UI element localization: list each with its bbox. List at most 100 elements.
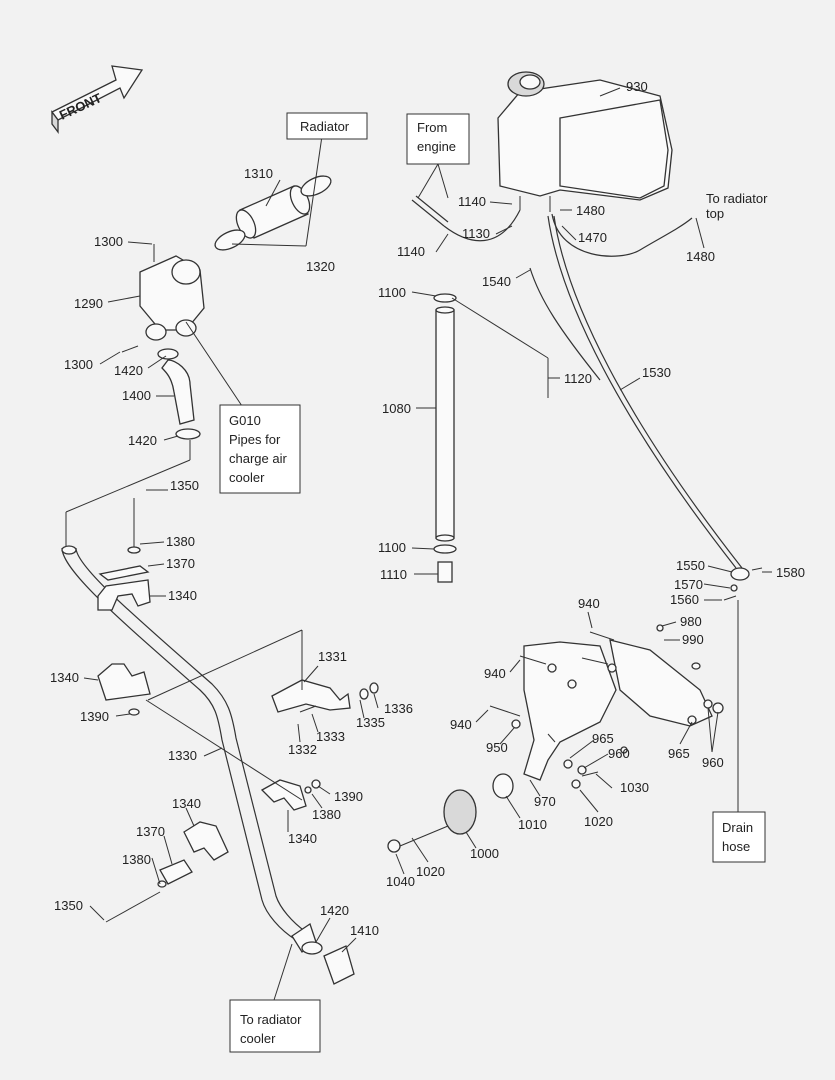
label-960: 960 bbox=[608, 746, 630, 761]
label-940: 940 bbox=[484, 666, 506, 681]
label-1336: 1336 bbox=[384, 701, 413, 716]
bracket-1340-lower bbox=[105, 779, 321, 923]
label-1120: 1120 bbox=[564, 371, 592, 386]
label-1310: 1310 bbox=[244, 166, 273, 181]
callout-g010: G010 Pipes for charge air cooler bbox=[219, 404, 301, 494]
bracket-1340-upper bbox=[97, 498, 151, 716]
svg-text:G010: G010 bbox=[229, 413, 261, 428]
label-1340: 1340 bbox=[168, 588, 197, 603]
label-980: 980 bbox=[680, 614, 702, 629]
label-1420: 1420 bbox=[114, 363, 143, 378]
label-1030: 1030 bbox=[620, 780, 649, 795]
part-labels: 930 1140 1480 1140 1130 1470 1480 1540 1… bbox=[50, 79, 805, 938]
label-1000: 1000 bbox=[470, 846, 499, 861]
label-930: 930 bbox=[626, 79, 648, 94]
label-1340: 1340 bbox=[50, 670, 79, 685]
label-1130: 1130 bbox=[462, 226, 490, 241]
label-1390: 1390 bbox=[80, 709, 109, 724]
label-1420: 1420 bbox=[320, 903, 349, 918]
svg-text:hose: hose bbox=[722, 839, 750, 854]
svg-text:cooler: cooler bbox=[229, 470, 265, 485]
label-1480: 1480 bbox=[686, 249, 715, 264]
label-1331: 1331 bbox=[318, 649, 347, 664]
label-1580: 1580 bbox=[776, 565, 805, 580]
label-1550: 1550 bbox=[676, 558, 705, 573]
label-1320: 1320 bbox=[306, 259, 335, 274]
label-1560: 1560 bbox=[670, 592, 699, 607]
svg-text:To radiator: To radiator bbox=[706, 191, 768, 206]
callout-to-radiator-top: To radiator top bbox=[706, 191, 768, 221]
label-1380: 1380 bbox=[166, 534, 195, 549]
label-1290: 1290 bbox=[74, 296, 103, 311]
bracket-1331 bbox=[271, 679, 379, 713]
callout-from-engine: From engine bbox=[406, 113, 470, 199]
label-1340: 1340 bbox=[172, 796, 201, 811]
callout-radiator: Radiator bbox=[286, 112, 368, 140]
elbow-1410 bbox=[301, 941, 355, 985]
label-1140: 1140 bbox=[397, 244, 425, 259]
label-1335: 1335 bbox=[356, 715, 385, 730]
label-1480: 1480 bbox=[576, 203, 605, 218]
svg-text:Radiator: Radiator bbox=[300, 119, 350, 134]
label-970: 970 bbox=[534, 794, 556, 809]
callout-drain-hose: Drain hose bbox=[712, 811, 766, 863]
expansion-tank-930 bbox=[497, 71, 673, 212]
label-950: 950 bbox=[486, 740, 508, 755]
label-1330: 1330 bbox=[168, 748, 197, 763]
drain-fitting-1550 bbox=[723, 567, 763, 812]
front-arrow: FRONT bbox=[51, 65, 144, 134]
svg-text:charge air: charge air bbox=[229, 451, 287, 466]
leader-lines bbox=[65, 87, 772, 1001]
svg-text:Pipes for: Pipes for bbox=[229, 432, 281, 447]
label-1100: 1100 bbox=[378, 285, 406, 300]
svg-text:cooler: cooler bbox=[240, 1031, 276, 1046]
label-1370: 1370 bbox=[166, 556, 195, 571]
label-940: 940 bbox=[450, 717, 472, 732]
label-1470: 1470 bbox=[578, 230, 607, 245]
label-990: 990 bbox=[682, 632, 704, 647]
housing-1290 bbox=[121, 244, 205, 353]
label-940: 940 bbox=[578, 596, 600, 611]
label-1110: 1110 bbox=[380, 567, 407, 582]
label-1140: 1140 bbox=[458, 194, 486, 209]
label-1332: 1332 bbox=[288, 742, 317, 757]
engine-hose-tip-1140 bbox=[411, 195, 521, 242]
label-965: 965 bbox=[668, 746, 690, 761]
hose-1470 bbox=[551, 213, 693, 257]
label-1300: 1300 bbox=[64, 357, 93, 372]
label-960: 960 bbox=[702, 755, 724, 770]
hose-1310 bbox=[214, 175, 332, 251]
label-1333: 1333 bbox=[316, 729, 345, 744]
bolts-940 bbox=[489, 624, 724, 789]
label-1020: 1020 bbox=[584, 814, 613, 829]
label-1010: 1010 bbox=[518, 817, 547, 832]
label-1540: 1540 bbox=[482, 274, 511, 289]
svg-text:engine: engine bbox=[417, 139, 456, 154]
hose-1400 bbox=[157, 348, 201, 440]
label-1380: 1380 bbox=[312, 807, 341, 822]
label-1340: 1340 bbox=[288, 831, 317, 846]
svg-text:Drain: Drain bbox=[722, 820, 753, 835]
engine-bracket-970 bbox=[387, 639, 713, 853]
label-1350: 1350 bbox=[170, 478, 199, 493]
svg-text:From: From bbox=[417, 120, 447, 135]
hose-1540 bbox=[529, 267, 601, 381]
callout-to-radiator-cooler: To radiator cooler bbox=[229, 999, 321, 1053]
label-1380: 1380 bbox=[122, 852, 151, 867]
label-1410: 1410 bbox=[350, 923, 379, 938]
label-1370: 1370 bbox=[136, 824, 165, 839]
svg-text:To radiator: To radiator bbox=[240, 1012, 302, 1027]
svg-text:top: top bbox=[706, 206, 724, 221]
label-1390: 1390 bbox=[334, 789, 363, 804]
label-1020: 1020 bbox=[416, 864, 445, 879]
label-1040: 1040 bbox=[386, 874, 415, 889]
front-arrow-label: FRONT bbox=[57, 90, 104, 123]
label-1420: 1420 bbox=[128, 433, 157, 448]
hose-1530 bbox=[547, 215, 737, 569]
label-1570: 1570 bbox=[674, 577, 703, 592]
label-1350: 1350 bbox=[54, 898, 83, 913]
label-1080: 1080 bbox=[382, 401, 411, 416]
label-1530: 1530 bbox=[642, 365, 671, 380]
